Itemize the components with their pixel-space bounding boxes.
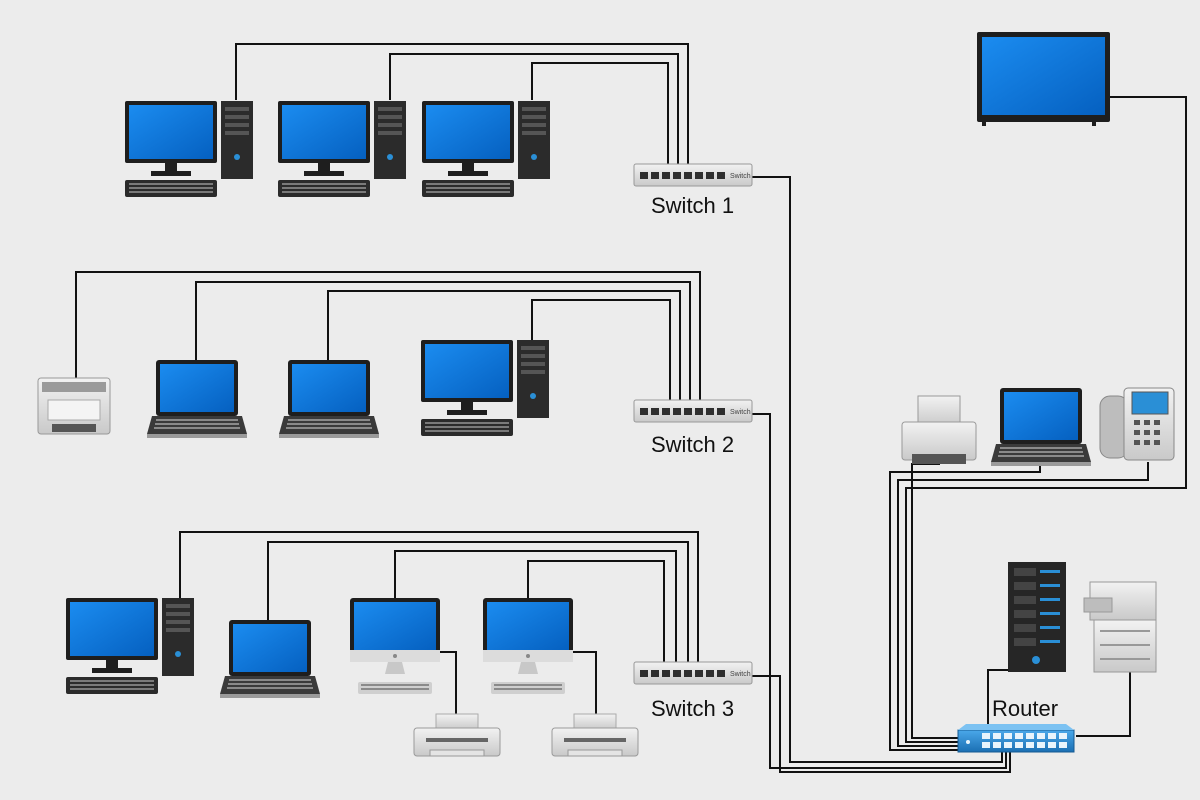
switch-badge: Switch bbox=[730, 409, 751, 416]
laser-printer bbox=[37, 377, 111, 435]
inkjet-printer bbox=[413, 713, 501, 757]
laptop bbox=[991, 388, 1091, 466]
router-label: Router bbox=[992, 696, 1058, 721]
switch-1: Switch Switch 1 bbox=[633, 163, 753, 218]
group-1: Switch Switch 1 bbox=[125, 101, 753, 218]
inkjet-printer bbox=[551, 713, 639, 757]
all-in-one-computer bbox=[483, 598, 573, 694]
multifunction-copier bbox=[1083, 581, 1157, 673]
switch-1-label: Switch 1 bbox=[651, 193, 734, 218]
desktop-computer bbox=[421, 340, 549, 436]
desktop-computer bbox=[278, 101, 406, 197]
switch-2-label: Switch 2 bbox=[651, 432, 734, 457]
network-cables bbox=[75, 43, 1187, 773]
switch-2: Switch Switch 2 bbox=[633, 399, 753, 457]
rack-server bbox=[1008, 562, 1066, 672]
switch-3-label: Switch 3 bbox=[651, 696, 734, 721]
desktop-computer bbox=[422, 101, 550, 197]
laptop bbox=[279, 360, 379, 438]
group-3: Switch Switch 3 bbox=[66, 598, 753, 757]
ip-phone bbox=[1099, 387, 1175, 461]
office-printer bbox=[901, 395, 977, 464]
desktop-computer bbox=[66, 598, 194, 694]
router: Router bbox=[957, 696, 1075, 753]
switch-badge: Switch bbox=[730, 671, 751, 678]
flat-screen-tv bbox=[977, 32, 1110, 126]
laptop bbox=[147, 360, 247, 438]
laptop bbox=[220, 620, 320, 698]
switch-3: Switch Switch 3 bbox=[633, 661, 753, 721]
all-in-one-computer bbox=[350, 598, 440, 694]
group-2: Switch Switch 2 bbox=[37, 340, 753, 457]
switch-badge: Switch bbox=[730, 173, 751, 180]
desktop-computer bbox=[125, 101, 253, 197]
